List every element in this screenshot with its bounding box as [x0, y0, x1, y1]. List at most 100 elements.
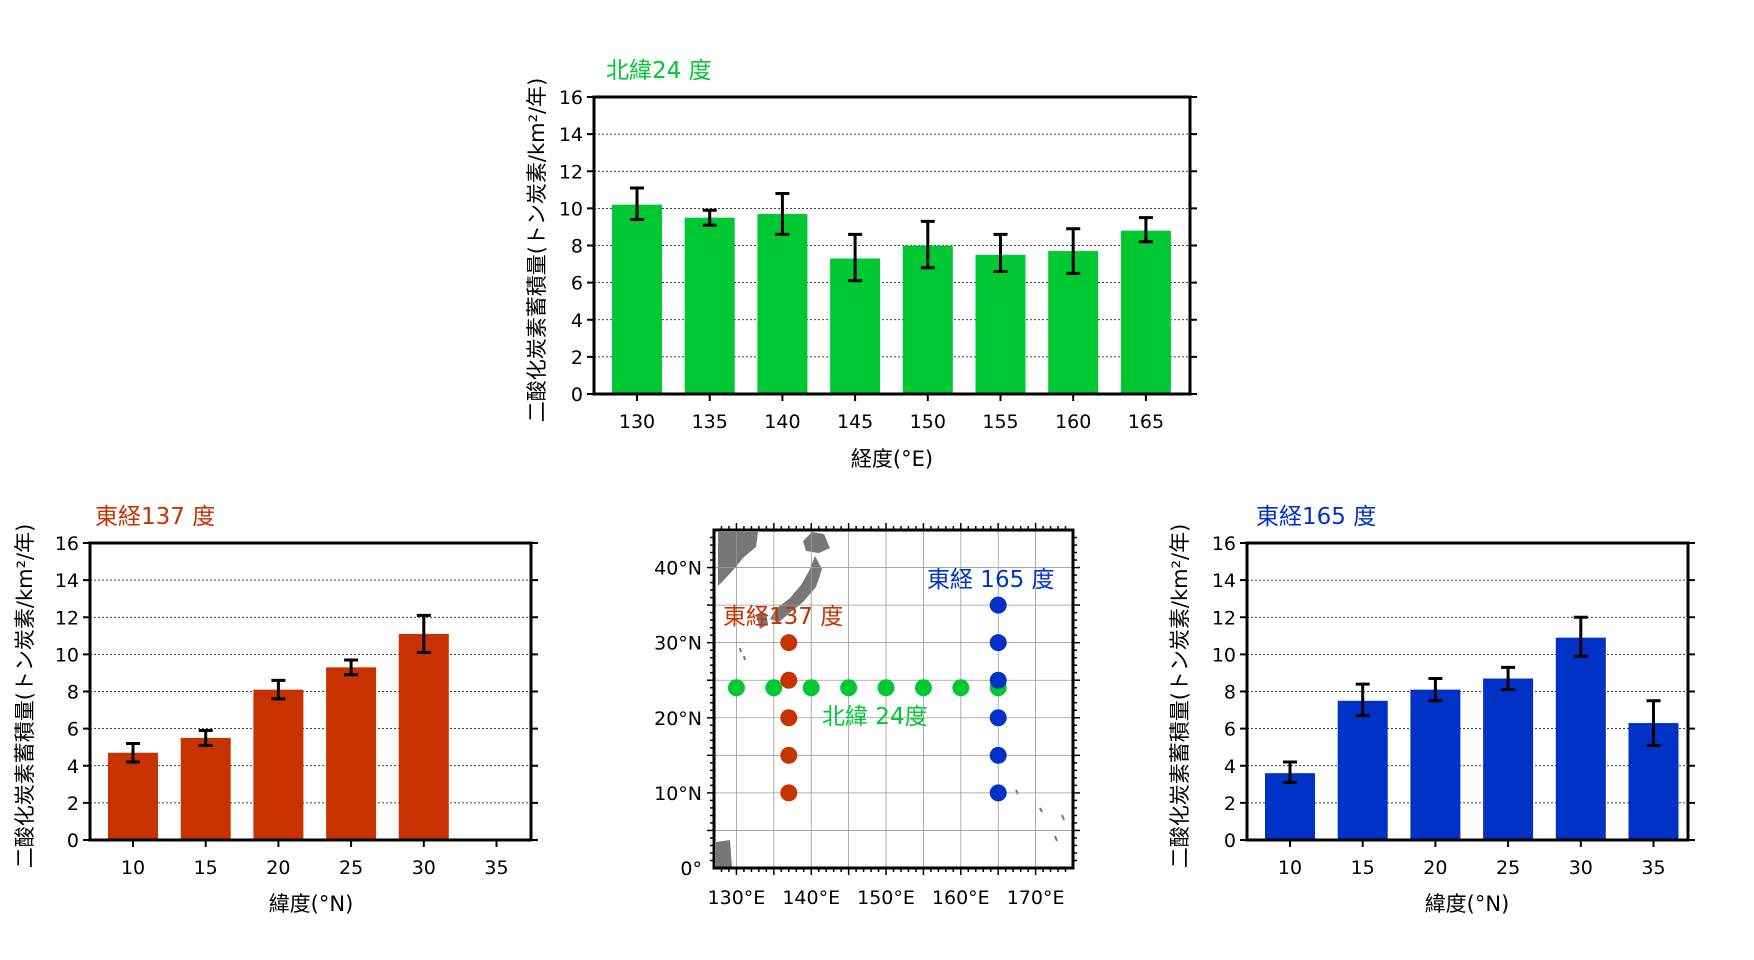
- map-station-point-2-3: [989, 671, 1007, 689]
- left-bar-15: [180, 737, 231, 840]
- top-ytick-label: 10: [559, 198, 583, 220]
- map-ytick-label: 40°N: [654, 558, 702, 580]
- top-ytick-label: 8: [571, 236, 583, 258]
- map-station-point-1-3: [780, 671, 798, 689]
- chart-top-ylabel: 二酸化炭素蓄積量(トン炭素/km²/年): [525, 78, 549, 423]
- land-kyushu: [756, 613, 768, 629]
- chart-right-title: 東経165 度: [1256, 504, 1376, 530]
- right-errorbar-20: [1428, 677, 1443, 703]
- top-errorbar-155: [993, 232, 1008, 273]
- right-bar-25: [1483, 678, 1534, 840]
- map-station-point-0-0: [727, 679, 745, 697]
- chart-left-ylabel: 二酸化炭素蓄積量(トン炭素/km²/年): [13, 524, 37, 869]
- map-label-24n: 北緯 24度: [822, 704, 928, 730]
- right-errorbar-35: [1646, 699, 1661, 747]
- top-bar-140: [757, 213, 808, 394]
- right-ytick-label: 12: [1212, 607, 1236, 629]
- left-ytick-label: 10: [55, 644, 79, 666]
- top-ytick-label: 6: [571, 273, 583, 295]
- right-bar-10: [1265, 773, 1315, 840]
- map-xtick-label: 150°E: [857, 887, 915, 909]
- top-xtick-label: 155: [982, 411, 1018, 433]
- chart-right-ylabel: 二酸化炭素蓄積量(トン炭素/km²/年): [1168, 524, 1192, 869]
- map-ytick-label: 30°N: [654, 633, 702, 655]
- right-errorbar-30: [1573, 615, 1588, 658]
- top-bar-135: [684, 217, 735, 394]
- land-small-islands: [739, 647, 1065, 842]
- right-errorbar-10: [1283, 760, 1297, 784]
- map-station-point-0-5: [914, 679, 932, 697]
- map-station-point-0-1: [765, 679, 783, 697]
- map-station-point-2-4: [989, 634, 1007, 652]
- top-xtick-label: 150: [910, 411, 946, 433]
- top-errorbar-135: [702, 208, 717, 227]
- map-station-point-2-1: [989, 746, 1007, 764]
- top-bar-150: [902, 245, 953, 394]
- right-xtick-label: 35: [1641, 857, 1665, 879]
- right-ytick-label: 8: [1224, 682, 1236, 704]
- right-xtick-label: 30: [1569, 857, 1593, 879]
- top-ytick-label: 16: [559, 87, 583, 109]
- left-ytick-label: 16: [55, 533, 79, 555]
- map-xtick-label: 140°E: [782, 887, 840, 909]
- left-bar-30: [398, 633, 449, 840]
- left-xtick-label: 25: [339, 857, 363, 879]
- map-station-point-1-0: [780, 784, 798, 802]
- top-ytick-label: 0: [571, 384, 583, 406]
- map-station-point-1-2: [780, 709, 798, 727]
- map-station-point-0-3: [840, 679, 858, 697]
- map-ytick-label: 0°: [680, 858, 702, 880]
- right-errorbar-25: [1501, 665, 1516, 692]
- map-station-point-0-2: [802, 679, 820, 697]
- right-xtick-label: 20: [1423, 857, 1447, 879]
- right-bar-20: [1410, 689, 1461, 840]
- chart-left-xlabel: 緯度(°N): [269, 892, 354, 916]
- map-station-point-2-2: [989, 709, 1007, 727]
- right-bar-30: [1555, 637, 1606, 840]
- chart-top-title: 北緯24 度: [606, 58, 712, 84]
- map-label-165e: 東経 165 度: [927, 567, 1055, 593]
- top-bar-130: [612, 204, 662, 394]
- right-ytick-label: 16: [1212, 533, 1236, 555]
- top-errorbar-160: [1066, 227, 1081, 275]
- left-errorbar-20: [271, 678, 286, 701]
- top-bar-155: [975, 254, 1026, 394]
- land-hokkaido: [803, 532, 830, 553]
- right-errorbar-15: [1355, 682, 1370, 718]
- map-station-point-0-4: [877, 679, 895, 697]
- left-errorbar-25: [344, 658, 359, 677]
- map-ytick-label: 20°N: [654, 708, 702, 730]
- left-errorbar-15: [198, 728, 213, 747]
- left-errorbar-10: [126, 741, 140, 764]
- top-errorbar-145: [848, 232, 863, 283]
- top-xtick-label: 165: [1128, 411, 1164, 433]
- left-ytick-label: 0: [67, 830, 79, 852]
- top-ytick-label: 14: [559, 124, 583, 146]
- top-ytick-label: 12: [559, 161, 583, 183]
- map-station-point-2-0: [989, 784, 1007, 802]
- left-ytick-label: 6: [67, 719, 79, 741]
- map-xtick-label: 160°E: [932, 887, 990, 909]
- left-ytick-label: 8: [67, 682, 79, 704]
- top-xtick-label: 145: [837, 411, 873, 433]
- right-ytick-label: 10: [1212, 644, 1236, 666]
- top-errorbar-150: [920, 219, 935, 270]
- land-korea-china: [718, 532, 758, 586]
- top-xtick-label: 160: [1055, 411, 1091, 433]
- left-xtick-label: 10: [121, 857, 145, 879]
- top-errorbar-165: [1138, 216, 1153, 244]
- map-xtick-label: 130°E: [708, 887, 766, 909]
- top-xtick-label: 130: [619, 411, 655, 433]
- right-ytick-label: 0: [1224, 830, 1236, 852]
- top-ytick-label: 4: [571, 310, 583, 332]
- map-label-137e: 東経137 度: [723, 604, 843, 630]
- right-xtick-label: 15: [1351, 857, 1375, 879]
- map-station-point-0-6: [952, 679, 970, 697]
- left-ytick-label: 14: [55, 570, 79, 592]
- top-xtick-label: 140: [764, 411, 800, 433]
- left-ytick-label: 2: [67, 793, 79, 815]
- left-xtick-label: 30: [412, 857, 436, 879]
- top-ytick-label: 2: [571, 347, 583, 369]
